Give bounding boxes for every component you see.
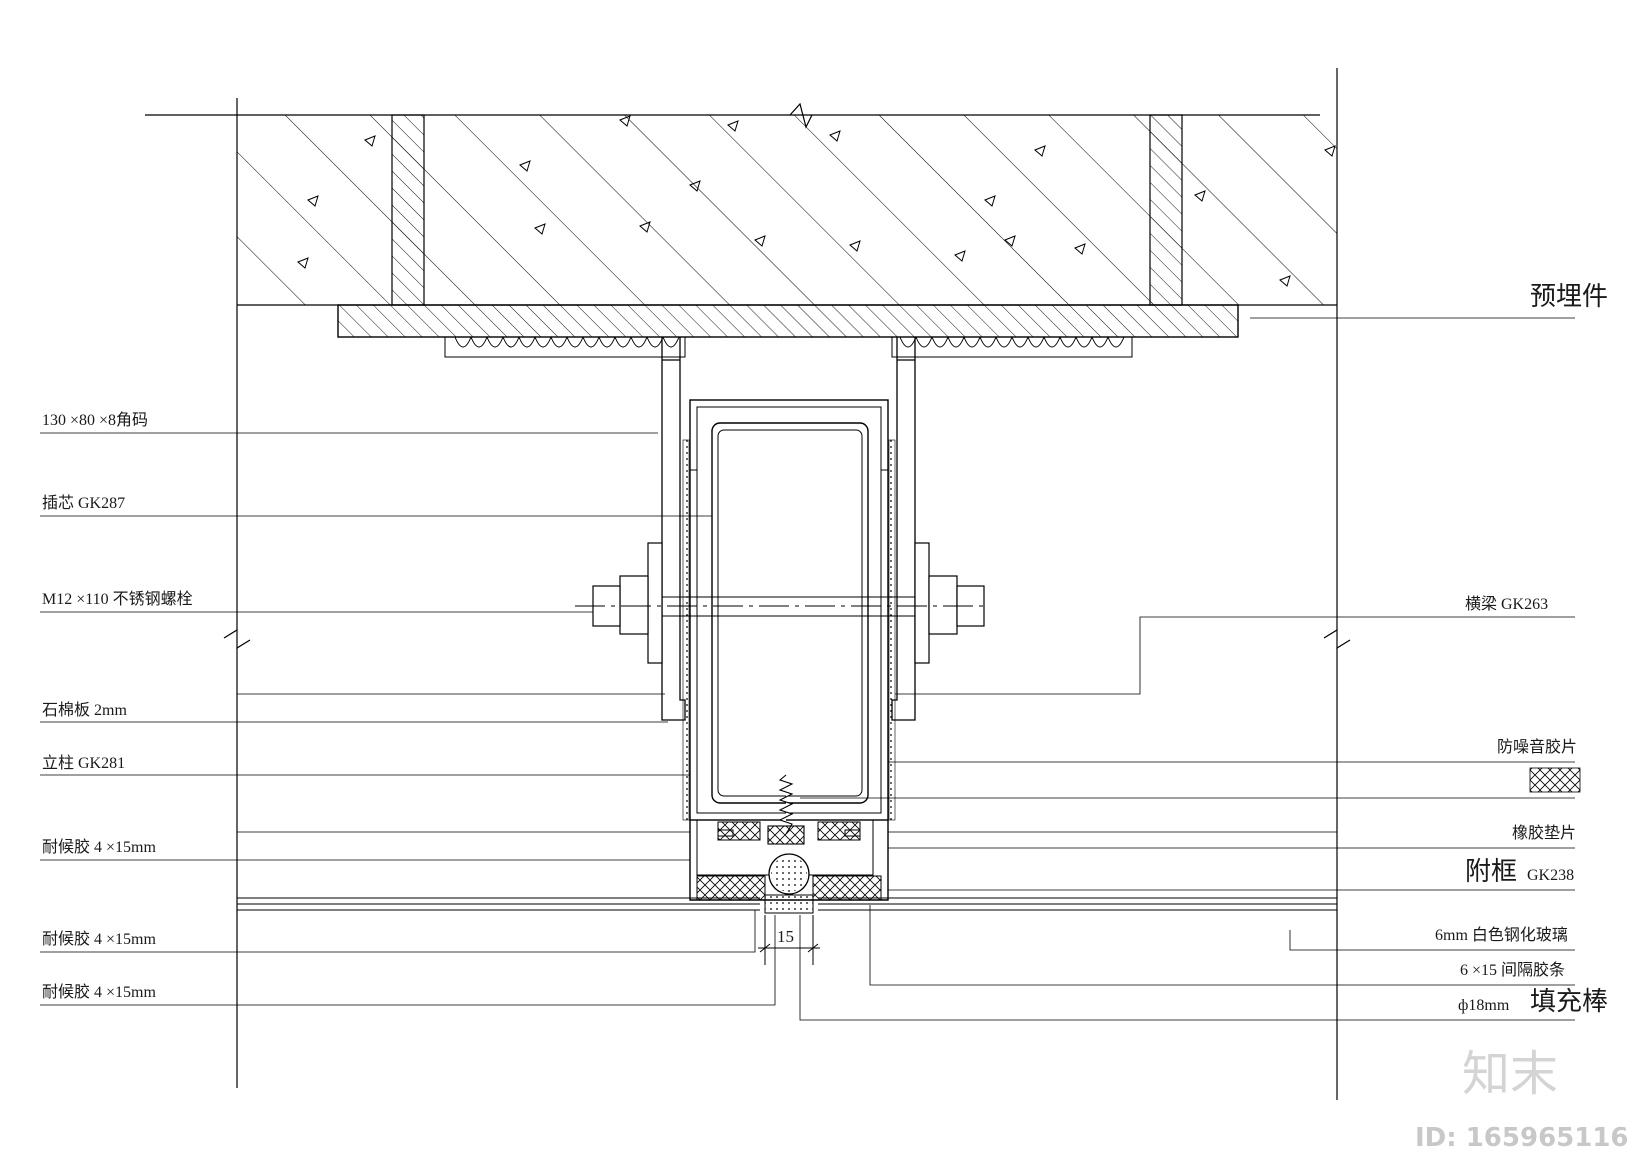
label-angle-code: 130 ×80 ×8角码	[42, 411, 148, 429]
label-weather-seal-3: 耐候胶 4 ×15mm	[42, 983, 156, 1001]
weld-beads	[444, 336, 1133, 358]
label-glass: 6mm 白色钢化玻璃	[1435, 926, 1568, 944]
label-bolt: M12 ×110 不锈钢螺栓	[42, 590, 193, 608]
watermark-brand: 知末	[1462, 1046, 1558, 1102]
glass-panels	[237, 897, 1337, 911]
label-transom: 横梁 GK263	[1465, 595, 1548, 613]
boundary-lines	[223, 68, 1351, 1100]
dimension-gap-label: 15	[777, 927, 794, 946]
sound-pad-swatch	[1529, 767, 1581, 793]
watermark-id: ID: 165965116	[1415, 1123, 1629, 1153]
label-sub-frame: 附框	[1465, 857, 1517, 886]
dimension-gap	[758, 915, 820, 965]
leader-lines-left	[40, 432, 776, 1006]
mullion-profile	[682, 399, 896, 821]
label-filler-rod: 填充棒	[1530, 987, 1608, 1016]
self-tapping-screw	[767, 774, 805, 845]
label-sound-pad: 防噪音胶片	[1497, 738, 1577, 756]
leader-lines-right	[799, 317, 1575, 1021]
sub-frame	[689, 820, 889, 914]
angle-brackets	[661, 337, 916, 721]
label-sub-frame-code: GK238	[1527, 867, 1574, 884]
label-insert-core: 插芯 GK287	[42, 494, 125, 512]
concrete-slab	[145, 102, 1337, 306]
label-rubber-pad: 橡胶垫片	[1512, 824, 1576, 842]
label-spacer: 6 ×15 间隔胶条	[1460, 961, 1565, 979]
label-weather-seal-1: 耐候胶 4 ×15mm	[42, 838, 156, 856]
label-asbestos-board: 石棉板 2mm	[42, 701, 127, 719]
label-weather-seal-2: 耐候胶 4 ×15mm	[42, 930, 156, 948]
label-rod-dia: ф18mm	[1458, 997, 1510, 1014]
label-embedded-part: 预埋件	[1530, 282, 1608, 311]
label-mullion: 立柱 GK281	[42, 754, 125, 772]
bolt-assembly	[575, 542, 985, 664]
embedded-plate	[337, 304, 1239, 338]
concrete-aggregate	[297, 115, 1336, 287]
